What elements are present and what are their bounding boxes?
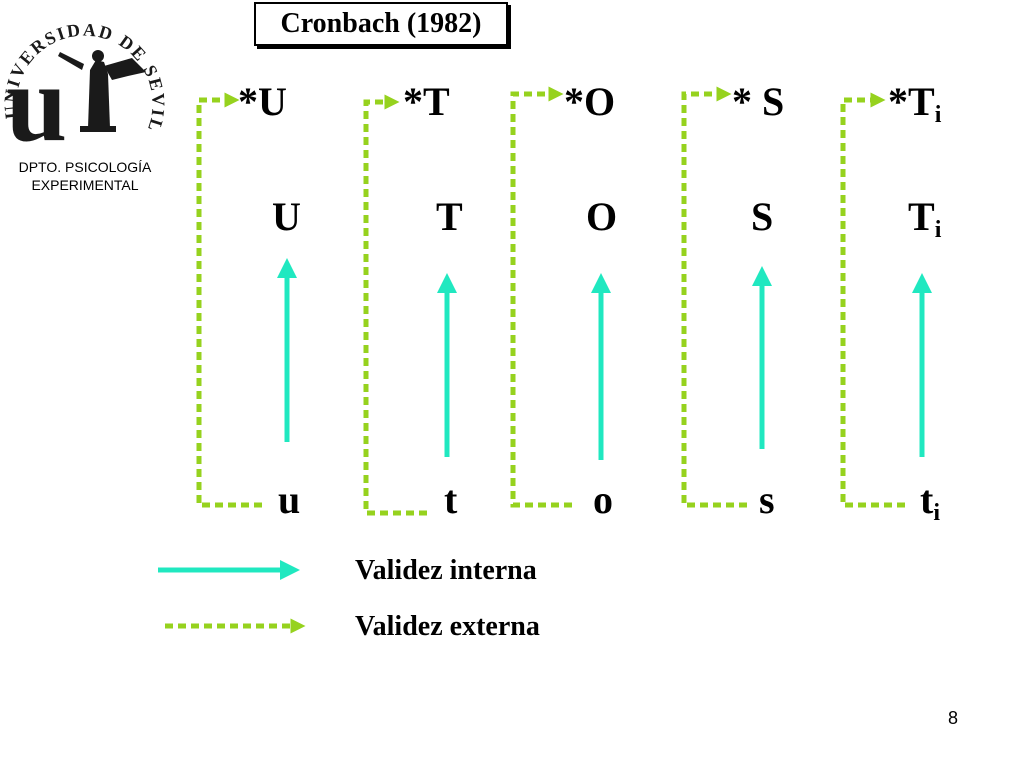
col3-mid-label: O (586, 194, 618, 239)
col4-mid-label: S (751, 194, 774, 239)
col2-top-label: *T (403, 79, 450, 124)
col1-bottom-label: u (278, 477, 301, 522)
col5-top-label: *Ti (888, 79, 942, 128)
title-box: Cronbach (1982) (254, 2, 508, 46)
col2-mid-label: T (436, 194, 463, 239)
external-validity-path-1 (196, 92, 262, 508)
col1-top-label: *U (238, 79, 287, 124)
external-validity-path-5 (840, 92, 905, 508)
col5-bottom-label: ti (920, 477, 940, 526)
external-validity-path-4 (681, 86, 747, 508)
diagram-title: Cronbach (1982) (280, 8, 482, 39)
col4-bottom-label: s (759, 477, 775, 522)
logo-initial: u (6, 42, 67, 160)
logo-figure-icon (58, 50, 146, 132)
col5-mid-label: Ti (908, 194, 942, 243)
department-line-2: EXPERIMENTAL (31, 177, 139, 193)
col3-top-label: *O (564, 79, 616, 124)
col1-mid-label: U (272, 194, 301, 239)
col4-top-label: * S (732, 79, 785, 124)
col3-bottom-label: o (593, 477, 613, 522)
department-label: DPTO. PSICOLOGÍA EXPERIMENTAL (0, 158, 170, 194)
legend-external-label: Validez externa (355, 611, 540, 642)
university-logo: UNIVERSIDAD DE SEVILLA u (0, 0, 167, 160)
legend-internal-label: Validez interna (355, 555, 537, 586)
external-validity-path-2 (363, 94, 427, 516)
col2-bottom-label: t (444, 477, 458, 522)
external-validity-path-3 (510, 86, 572, 508)
department-line-1: DPTO. PSICOLOGÍA (18, 159, 152, 175)
page-number: 8 (948, 708, 959, 728)
